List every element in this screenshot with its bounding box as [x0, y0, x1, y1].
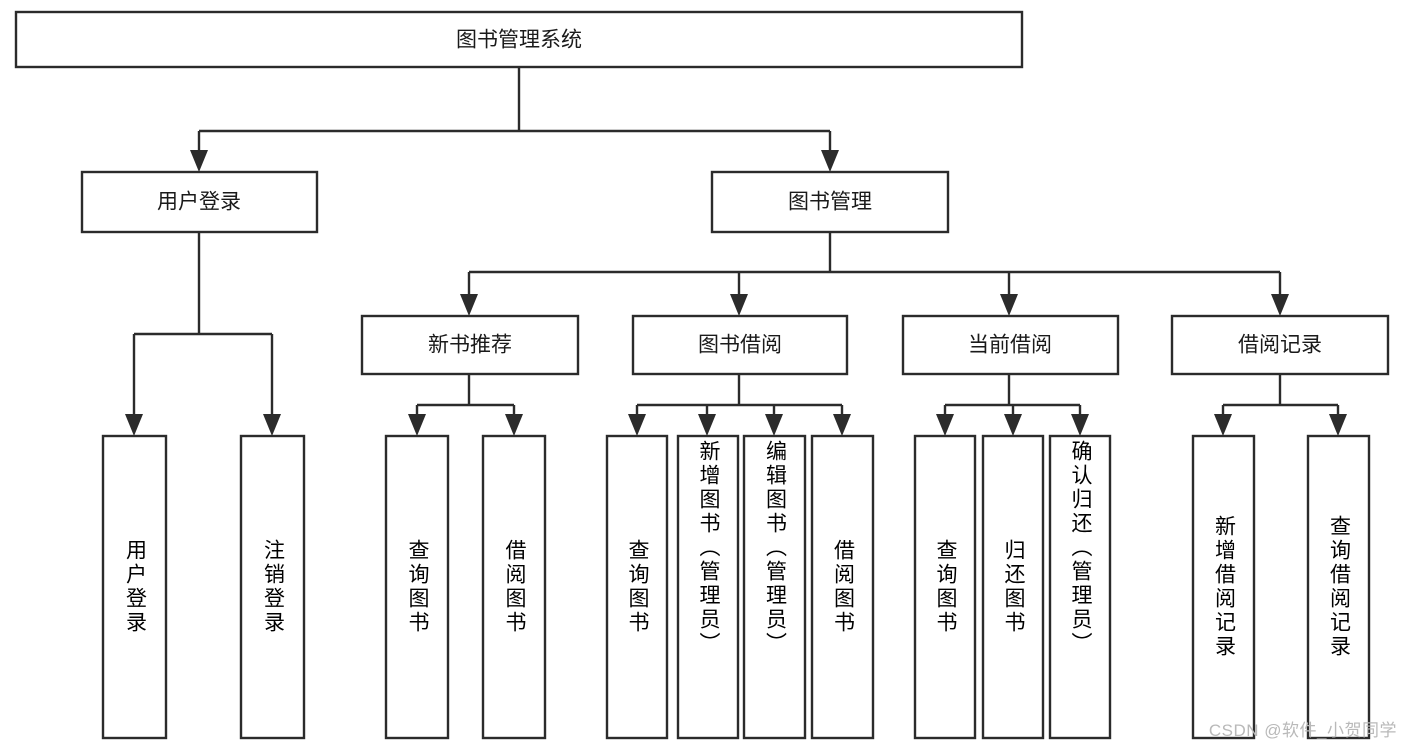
arrow-head-login — [190, 150, 208, 172]
arrow-head-borrow-l2 — [698, 414, 716, 436]
leaf-current-1[interactable]: 查询图书 — [913, 434, 977, 740]
leaf-record-2-label: 查询借阅记录 — [1327, 515, 1351, 659]
node-book-management[interactable]: 图书管理 — [710, 170, 950, 234]
leaf-borrow-4-label: 借阅图书 — [831, 539, 855, 635]
arrow-head-recommend-l1 — [408, 414, 426, 436]
leaf-recommend-2[interactable]: 借阅图书 — [481, 434, 547, 740]
leaf-record-2[interactable]: 查询借阅记录 — [1306, 434, 1371, 740]
leaf-recommend-1-textwrap: 查询图书 — [406, 539, 429, 635]
leaf-recommend-1-label: 查询图书 — [406, 539, 429, 635]
leaf-record-1-label: 新增借阅记录 — [1212, 515, 1236, 659]
node-borrow-record-label: 借阅记录 — [1238, 334, 1322, 357]
node-borrow-record[interactable]: 借阅记录 — [1170, 314, 1390, 376]
leaf-borrow-2-box — [676, 434, 740, 740]
node-user-login-label: 用户登录 — [157, 191, 241, 214]
leaf-borrow-4[interactable]: 借阅图书 — [810, 434, 875, 740]
leaf-user-login-2-textwrap: 注销登录 — [261, 539, 285, 635]
leaf-record-1-box — [1191, 434, 1256, 740]
leaf-borrow-4-box — [810, 434, 875, 740]
leaf-borrow-2[interactable]: 新增图书（管理员） — [676, 434, 740, 740]
leaf-borrow-3-label: 编辑图书（管理员） — [763, 440, 787, 656]
node-new-book-recommend-label: 新书推荐 — [428, 334, 512, 357]
leaf-user-login-1-label: 用户登录 — [123, 539, 147, 635]
node-current-borrow[interactable]: 当前借阅 — [901, 314, 1120, 376]
leaf-record-2-textwrap: 查询借阅记录 — [1327, 515, 1351, 659]
arrow-head-current-l3 — [1071, 414, 1089, 436]
leaf-current-2-label: 归还图书 — [1002, 539, 1025, 635]
node-book-management-label: 图书管理 — [788, 191, 872, 214]
leaf-borrow-3-box — [742, 434, 807, 740]
leaf-current-2-box — [981, 434, 1045, 740]
arrow-head-manage — [821, 150, 839, 172]
leaf-borrow-1-textwrap: 查询图书 — [626, 539, 649, 635]
node-new-book-recommend-box — [360, 314, 580, 376]
leaf-current-1-textwrap: 查询图书 — [934, 539, 957, 635]
leaf-current-3[interactable]: 确认归还（管理员） — [1048, 434, 1112, 740]
node-book-borrow-box — [631, 314, 849, 376]
leaf-record-1[interactable]: 新增借阅记录 — [1191, 434, 1256, 740]
leaf-recommend-1-box — [384, 434, 450, 740]
arrow-head-borrow-l1 — [628, 414, 646, 436]
node-borrow-record-box — [1170, 314, 1390, 376]
node-book-borrow[interactable]: 图书借阅 — [631, 314, 849, 376]
arrow-head-mid4 — [1271, 294, 1289, 316]
leaf-current-2-textwrap: 归还图书 — [1002, 539, 1025, 635]
arrow-head-record-l1 — [1214, 414, 1232, 436]
leaf-current-1-label: 查询图书 — [934, 539, 957, 635]
leaf-recommend-2-textwrap: 借阅图书 — [503, 539, 526, 635]
node-root-system[interactable]: 图书管理系统 — [14, 10, 1024, 69]
node-user-login-box — [80, 170, 319, 234]
leaf-user-login-1-textwrap: 用户登录 — [123, 539, 147, 635]
leaf-user-login-2-label: 注销登录 — [261, 539, 285, 635]
leaf-recommend-2-label: 借阅图书 — [503, 539, 526, 635]
connector-layer — [125, 67, 1347, 436]
leaf-current-3-box — [1048, 434, 1112, 740]
leaf-borrow-3-textwrap: 编辑图书（管理员） — [763, 440, 787, 656]
leaf-borrow-1-label: 查询图书 — [626, 539, 649, 635]
leaf-current-3-label: 确认归还（管理员） — [1069, 440, 1092, 656]
leaf-recommend-1[interactable]: 查询图书 — [384, 434, 450, 740]
leaf-current-2[interactable]: 归还图书 — [981, 434, 1045, 740]
arrow-head-mid2 — [730, 294, 748, 316]
arrow-head-borrow-l4 — [833, 414, 851, 436]
leaf-borrow-2-textwrap: 新增图书（管理员） — [697, 440, 720, 656]
node-root-label: 图书管理系统 — [456, 29, 582, 52]
node-new-book-recommend[interactable]: 新书推荐 — [360, 314, 580, 376]
arrow-head-current-l2 — [1004, 414, 1022, 436]
arrow-head-current-l1 — [936, 414, 954, 436]
leaf-borrow-1-box — [605, 434, 669, 740]
arrow-head-login-leaf1 — [125, 414, 143, 436]
leaf-borrow-3[interactable]: 编辑图书（管理员） — [742, 434, 807, 740]
leaf-borrow-2-label: 新增图书（管理员） — [697, 440, 720, 656]
node-user-login[interactable]: 用户登录 — [80, 170, 319, 234]
arrow-head-recommend-l2 — [505, 414, 523, 436]
node-book-borrow-label: 图书借阅 — [698, 334, 782, 357]
leaf-recommend-2-box — [481, 434, 547, 740]
leaf-user-login-2-box — [239, 434, 306, 740]
arrow-head-login-leaf2 — [263, 414, 281, 436]
leaf-record-1-textwrap: 新增借阅记录 — [1212, 515, 1236, 659]
node-current-borrow-label: 当前借阅 — [968, 334, 1052, 357]
node-book-management-box — [710, 170, 950, 234]
arrow-head-record-l2 — [1329, 414, 1347, 436]
leaf-user-login-1[interactable]: 用户登录 — [101, 434, 168, 740]
leaf-borrow-1[interactable]: 查询图书 — [605, 434, 669, 740]
node-root-box — [14, 10, 1024, 69]
leaf-current-3-textwrap: 确认归还（管理员） — [1069, 440, 1092, 656]
leaf-current-1-box — [913, 434, 977, 740]
arrow-head-mid3 — [1000, 294, 1018, 316]
leaf-borrow-4-textwrap: 借阅图书 — [831, 539, 855, 635]
leaf-user-login-2[interactable]: 注销登录 — [239, 434, 306, 740]
arrow-head-mid1 — [460, 294, 478, 316]
arrow-head-borrow-l3 — [765, 414, 783, 436]
node-current-borrow-box — [901, 314, 1120, 376]
leaf-record-2-box — [1306, 434, 1371, 740]
leaf-user-login-1-box — [101, 434, 168, 740]
